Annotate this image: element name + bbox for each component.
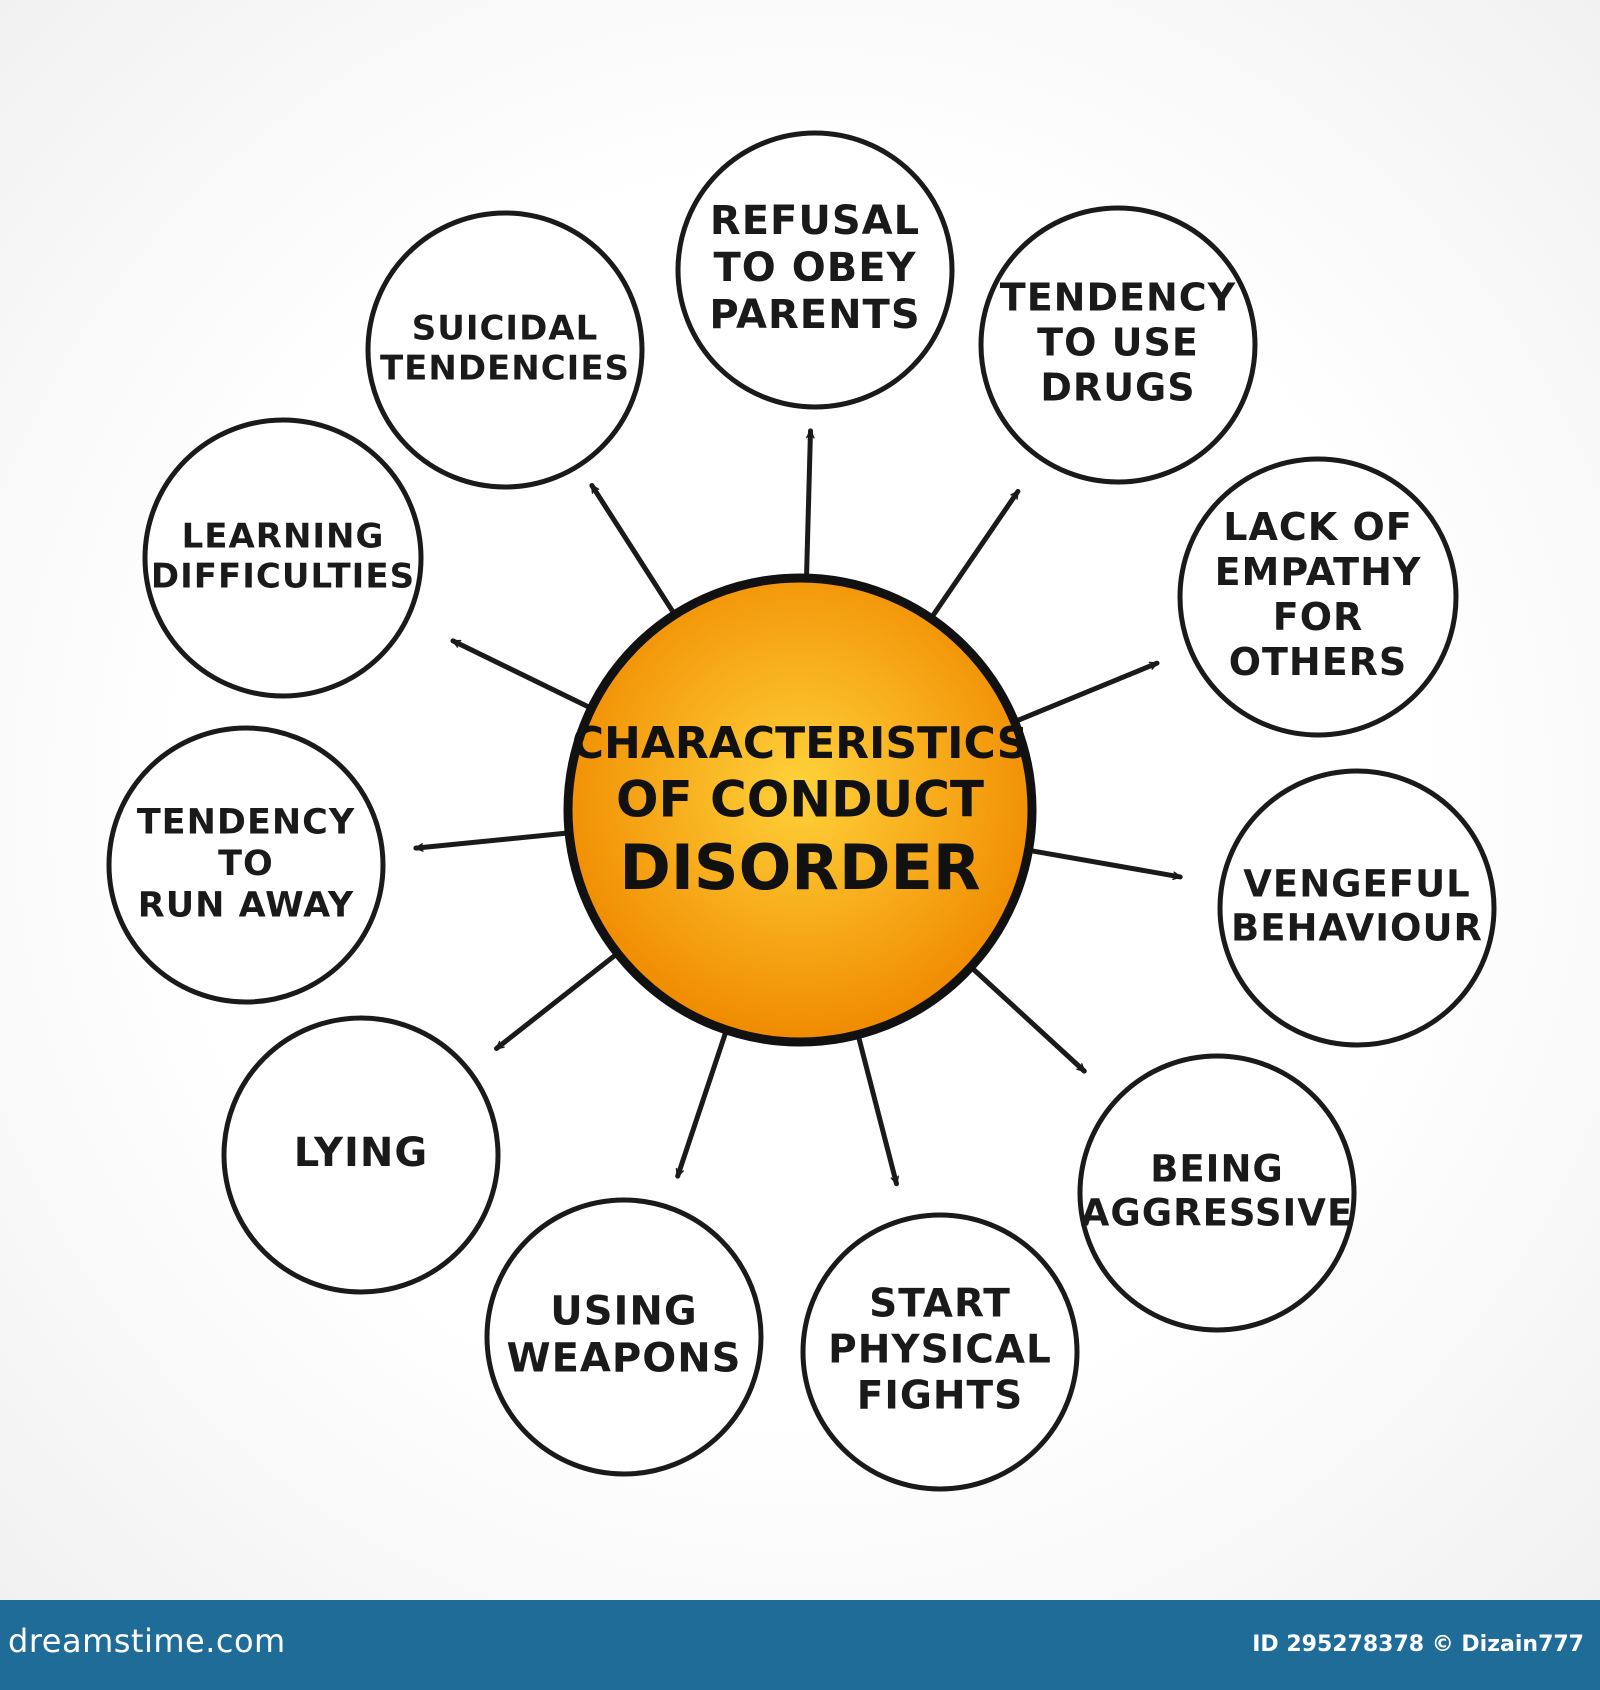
footer-credit: ID 295278378 © Dizain777 [1252, 1632, 1584, 1657]
node-label-refusal-to-obey-parents-line-1: REFUSAL [710, 198, 920, 244]
node-label-refusal-to-obey-parents-line-2: TO OBEY [714, 245, 917, 291]
node-label-lack-of-empathy-for-others-line-4: OTHERS [1229, 640, 1408, 684]
node-circle-refusal-to-obey-parents [675, 130, 955, 410]
arrow-to-refusal-to-obey-parents [804, 428, 815, 577]
arrow-to-using-weapons [675, 1031, 728, 1179]
node-label-refusal-to-obey-parents-line-3: PARENTS [709, 292, 920, 338]
node-label-learning-difficulties-line-1: LEARNING [182, 516, 385, 556]
node-label-vengeful-behaviour-line-2: BEHAVIOUR [1231, 906, 1483, 949]
node-label-using-weapons-line-1: USING [550, 1288, 697, 1334]
arrow-to-lying [494, 953, 617, 1051]
node-circle-suicidal-tendencies [365, 210, 645, 490]
arrow-to-tendency-to-run-away [413, 830, 568, 852]
center-title-line-2: OF CONDUCT [616, 771, 984, 829]
node-label-tendency-to-run-away-line-3: RUN AWAY [138, 885, 354, 925]
node-label-lack-of-empathy-for-others-line-2: EMPATHY [1215, 550, 1422, 594]
node-label-being-aggressive-line-2: AGGRESSIVE [1081, 1191, 1353, 1234]
arrow-to-start-physical-fights [856, 1036, 900, 1187]
arrow-to-tendency-to-use-drugs [930, 488, 1021, 618]
node-label-tendency-to-use-drugs-line-3: DRUGS [1040, 365, 1195, 409]
node-circle-lack-of-empathy-for-others [1177, 456, 1459, 738]
node-circle-using-weapons [484, 1197, 764, 1477]
node-label-learning-difficulties-line-2: DIFFICULTIES [151, 557, 415, 597]
center-title-line-1: CHARACTERISTICS [572, 718, 1029, 769]
center-title-line-3: DISORDER [619, 831, 980, 904]
node-lying: LYING [221, 1015, 501, 1295]
node-circle-lying [221, 1015, 501, 1295]
arrow-to-lack-of-empathy-for-others [1015, 660, 1160, 723]
footer-site-name: dreamstime.com [8, 1622, 286, 1660]
arrow-to-vengeful-behaviour [1029, 848, 1183, 880]
node-label-start-physical-fights-line-2: PHYSICAL [828, 1328, 1052, 1373]
node-label-suicidal-tendencies-line-2: TENDENCIES [380, 349, 630, 389]
node-circle-start-physical-fights [800, 1212, 1080, 1492]
arrows-layer [413, 428, 1183, 1187]
node-circle-being-aggressive [1077, 1053, 1357, 1333]
node-label-start-physical-fights-line-3: FIGHTS [857, 1374, 1024, 1419]
node-label-being-aggressive-line-1: BEING [1150, 1148, 1284, 1191]
stock-footer-bar: dreamstime.com ID 295278378 © Dizain777 [0, 1600, 1600, 1690]
node-label-using-weapons-line-2: WEAPONS [506, 1336, 741, 1382]
arrow-to-being-aggressive [971, 967, 1087, 1074]
node-label-vengeful-behaviour-line-1: VENGEFUL [1243, 863, 1470, 906]
node-label-start-physical-fights-line-1: START [869, 1282, 1011, 1327]
arrow-to-learning-difficulties [450, 638, 591, 710]
node-circle-learning-difficulties [142, 417, 424, 699]
node-label-tendency-to-use-drugs-line-1: TENDENCY [1000, 276, 1236, 320]
node-label-tendency-to-run-away-line-2: TO [218, 844, 274, 884]
node-circle-tendency-to-run-away [106, 725, 386, 1005]
node-label-lying-line-1: LYING [294, 1130, 428, 1176]
node-label-suicidal-tendencies-line-1: SUICIDAL [412, 308, 599, 348]
node-label-lack-of-empathy-for-others-line-1: LACK OF [1223, 505, 1412, 549]
center-node: CHARACTERISTICS OF CONDUCT DISORDER [563, 573, 1037, 1047]
node-label-tendency-to-run-away-line-1: TENDENCY [137, 803, 355, 843]
center-circle [563, 573, 1037, 1047]
arrow-to-suicidal-tendencies [589, 483, 676, 614]
node-circle-tendency-to-use-drugs [978, 205, 1258, 485]
node-label-lack-of-empathy-for-others-line-3: FOR [1273, 595, 1364, 639]
node-label-tendency-to-use-drugs-line-2: TO USE [1037, 321, 1199, 365]
node-circle-vengeful-behaviour [1217, 768, 1497, 1048]
